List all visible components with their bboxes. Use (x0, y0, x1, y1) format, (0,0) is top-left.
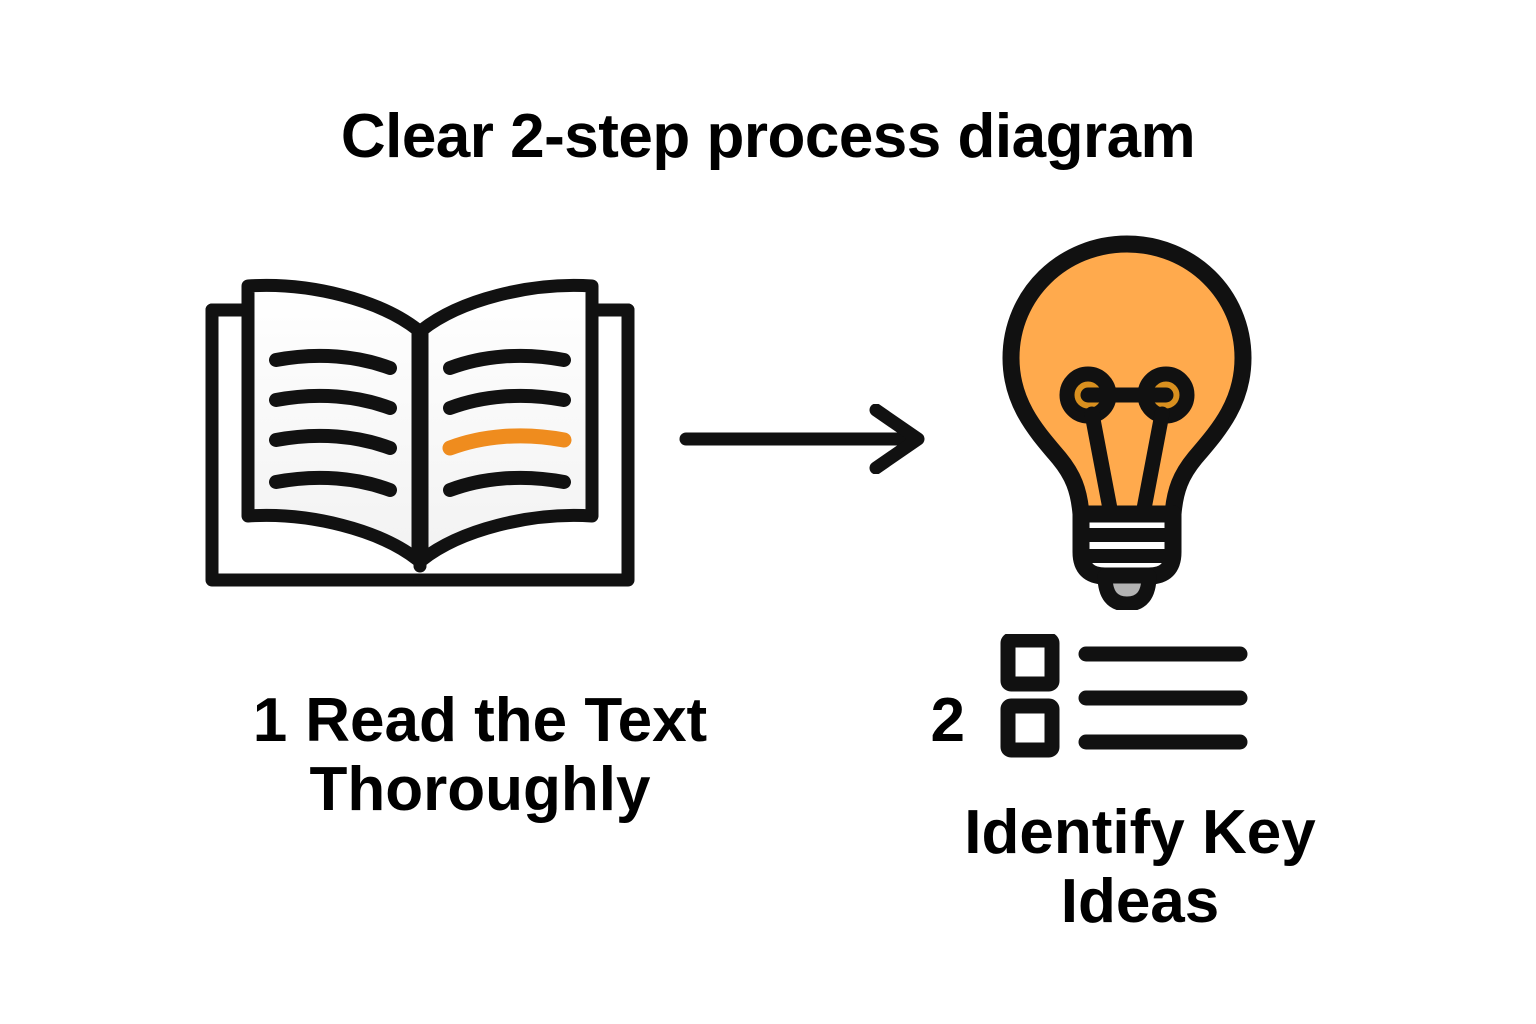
checkbox-2 (1000, 698, 1060, 758)
page-title: Clear 2-step process diagram (340, 102, 1196, 171)
highlighted-line (442, 428, 572, 456)
step-2-label: Identify Key Ideas (964, 798, 1316, 937)
step-2-number: 2 (930, 686, 965, 755)
step-1-label: Read the Text Thoroughly (305, 686, 708, 825)
lightbulb-icon (985, 232, 1270, 610)
arrow-right-icon (678, 404, 940, 474)
step-1-number: 1 (252, 686, 288, 755)
open-book-icon (190, 268, 650, 598)
checkbox-1 (1000, 634, 1060, 692)
checklist-icon (1000, 634, 1250, 759)
